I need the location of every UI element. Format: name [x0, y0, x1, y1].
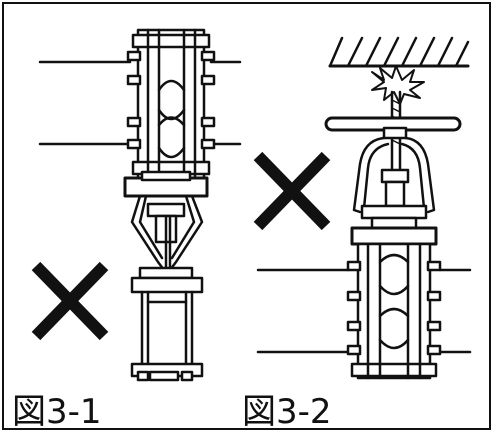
cross-mark-fig1 — [31, 261, 109, 341]
bonnet-flange-2 — [350, 226, 438, 246]
lower-assembly-1 — [130, 266, 204, 382]
caption-figure-3-1: 図3-1 — [12, 392, 102, 432]
figure-3-2 — [256, 36, 472, 380]
cross-mark-fig2 — [253, 151, 331, 231]
valve-body-2 — [350, 242, 438, 380]
yoke-1 — [130, 194, 204, 272]
impact-burst — [371, 65, 425, 105]
figure-3-1 — [38, 28, 242, 382]
flange-bolts-1 — [126, 50, 216, 150]
valve-body-1 — [131, 28, 211, 180]
yoke-2 — [352, 136, 436, 230]
ceiling-obstruction — [328, 36, 470, 68]
flange-bolts-2 — [346, 260, 442, 356]
caption-figure-3-2: 図3-2 — [242, 392, 332, 432]
